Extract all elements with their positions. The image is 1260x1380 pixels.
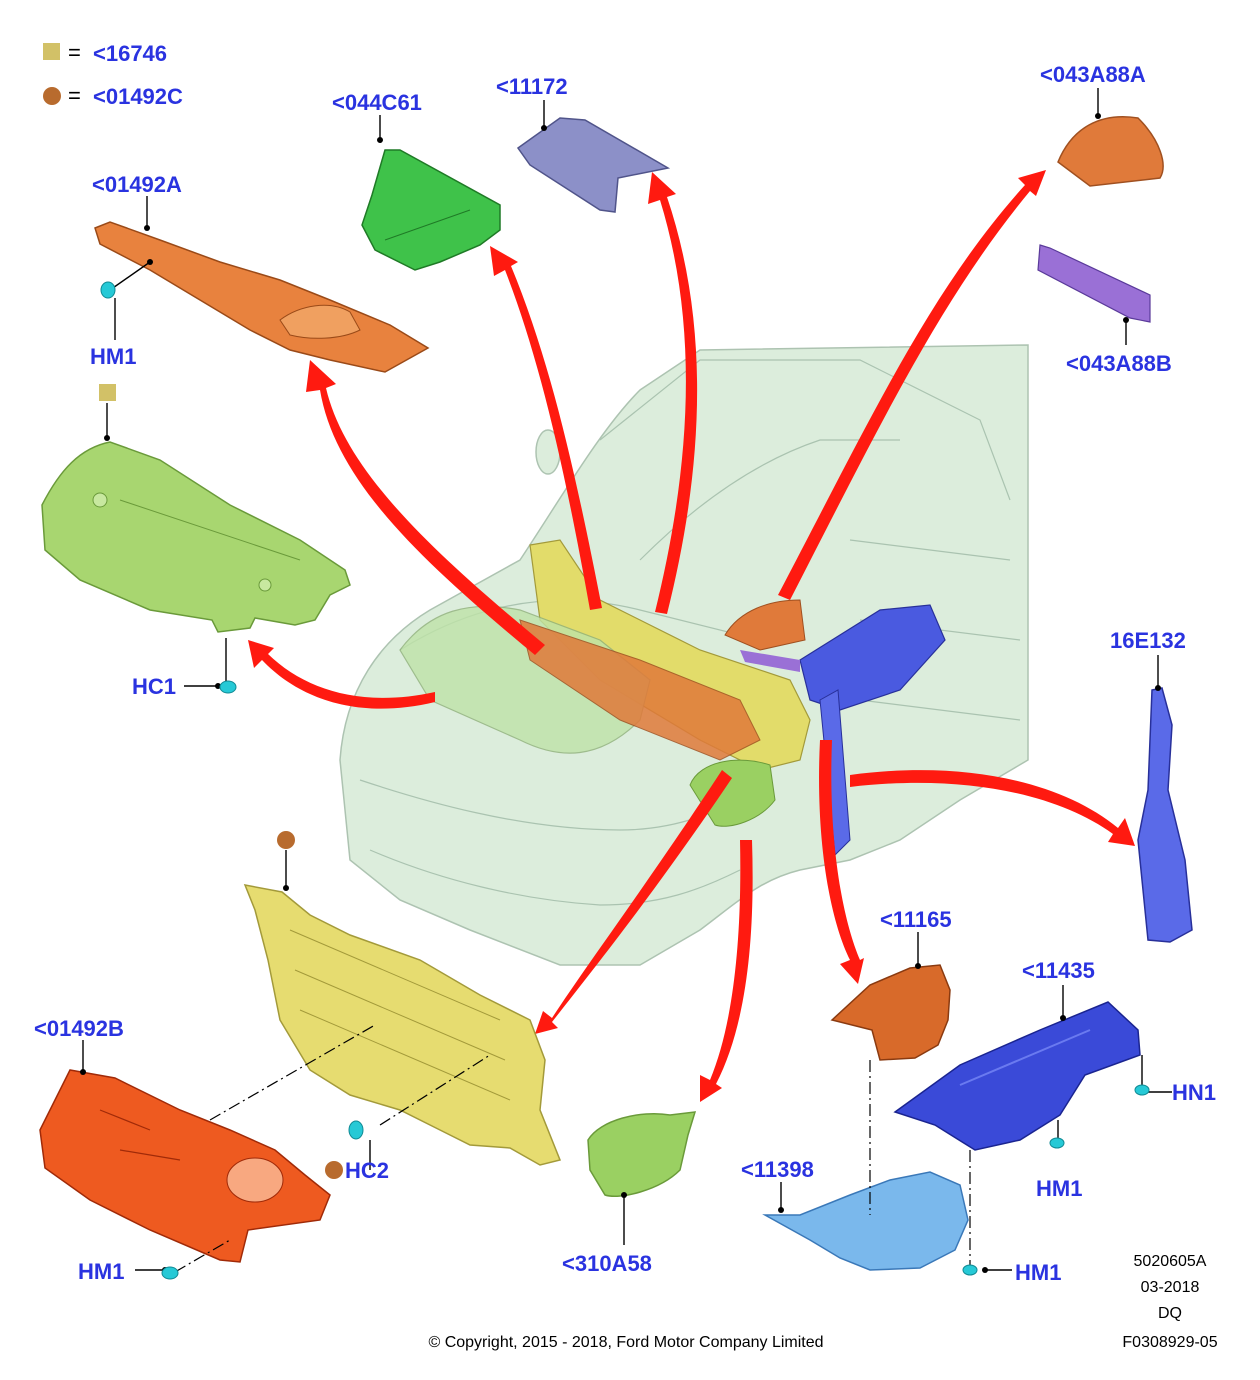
clip-hm1-c: [1049, 1137, 1065, 1149]
clip-hm1-a: [100, 281, 116, 299]
label-16e132: 16E132: [1110, 628, 1186, 653]
label-310a58: <310A58: [562, 1251, 652, 1276]
installed-green-boot: [689, 759, 776, 827]
fastener-clips: [99, 281, 1150, 1280]
part-16e132-shape: [1137, 687, 1193, 943]
legend-circle-code: <01492C: [93, 84, 183, 109]
marker-square: [99, 384, 116, 401]
label-hc2: HC2: [345, 1158, 389, 1183]
arrow-to-043a88a: [778, 170, 1046, 600]
label-11435: <11435: [1022, 958, 1095, 983]
part-11165-shape: [830, 964, 951, 1061]
footer-date: 03-2018: [1141, 1279, 1200, 1296]
arrow-to-hood-insulator: [248, 640, 435, 709]
part-hood-insulator-shape: [41, 441, 351, 633]
footer-ref1: 5020605A: [1134, 1253, 1207, 1270]
part-11435-shape: [893, 1001, 1141, 1151]
label-hm1-a: HM1: [90, 344, 136, 369]
footer: 5020605A 03-2018 DQ F0308929-05 © Copyri…: [428, 1253, 1217, 1351]
vehicle-windshield-line: [599, 359, 1011, 501]
legend-circle-symbol: [43, 87, 61, 105]
label-hm1-c: HM1: [1036, 1176, 1082, 1201]
vehicle-pillar-line: [639, 439, 900, 561]
arrow-to-11172: [648, 172, 698, 614]
leader-lines: [80, 88, 1172, 1273]
label-hm1-b: HM1: [78, 1259, 124, 1284]
label-hm1-d: HM1: [1015, 1260, 1061, 1285]
label-11172: <11172: [496, 74, 568, 99]
arrow-to-044c61: [490, 246, 602, 610]
label-043a88a: <043A88A: [1040, 62, 1146, 87]
marker-circle-top: [277, 831, 295, 849]
label-043a88b: <043A88B: [1066, 351, 1172, 376]
clip-hm1-d: [962, 1264, 978, 1276]
part-11398-shape: [762, 1171, 969, 1271]
installed-orange-pad: [724, 599, 806, 651]
arrows: [248, 170, 1135, 1102]
clip-hc2: [348, 1120, 364, 1140]
part-01492b-shape: [39, 1069, 331, 1263]
legend-circle-eq: =: [68, 83, 81, 108]
installed-parts: [399, 539, 946, 857]
part-043a88a-shape: [1057, 116, 1164, 187]
vehicle-bumper-line: [369, 849, 741, 906]
label-01492a: <01492A: [92, 172, 182, 197]
part-01492a-shape: [94, 221, 430, 373]
clip-hc1: [219, 680, 237, 694]
part-310a58-shape: [587, 1111, 697, 1197]
legend-square-code: <16746: [93, 41, 167, 66]
legend-square-symbol: [43, 43, 60, 60]
footer-code: DQ: [1158, 1305, 1182, 1322]
part-043a88b-shape: [1037, 244, 1151, 323]
fastener-labels: HM1 HC1 HC2 HM1 HN1 HM1 HM1: [78, 344, 1216, 1285]
part-01492c-shape: [243, 884, 562, 1166]
arrow-to-11165: [819, 740, 864, 984]
legend: = <16746 = <01492C: [43, 40, 183, 109]
label-01492b: <01492B: [34, 1016, 124, 1041]
part-044c61-shape: [361, 149, 501, 271]
part-11172-shape: [516, 117, 671, 213]
label-hn1: HN1: [1172, 1080, 1216, 1105]
arrow-to-01492c: [535, 770, 732, 1034]
clip-hn1: [1134, 1084, 1150, 1096]
arrow-to-16e132: [850, 770, 1135, 846]
legend-square-eq: =: [68, 40, 81, 65]
arrow-to-310a58: [700, 840, 753, 1102]
installed-orange-panel: [519, 619, 761, 761]
label-044c61: <044C61: [332, 90, 422, 115]
footer-ref2: F0308929-05: [1122, 1334, 1217, 1351]
marker-circle-bottom: [325, 1161, 343, 1179]
arrow-to-01492a: [306, 360, 545, 655]
installed-tunnel-shield: [799, 604, 946, 711]
installed-purple-strip: [740, 650, 800, 672]
part-labels: <044C61 <11172 <043A88A <043A88B <01492A…: [34, 62, 1186, 1276]
label-hc1: HC1: [132, 674, 176, 699]
label-11398: <11398: [741, 1157, 814, 1182]
footer-copyright: © Copyright, 2015 - 2018, Ford Motor Com…: [428, 1334, 823, 1351]
clip-hm1-b: [161, 1266, 179, 1280]
label-11165: <11165: [880, 907, 952, 932]
